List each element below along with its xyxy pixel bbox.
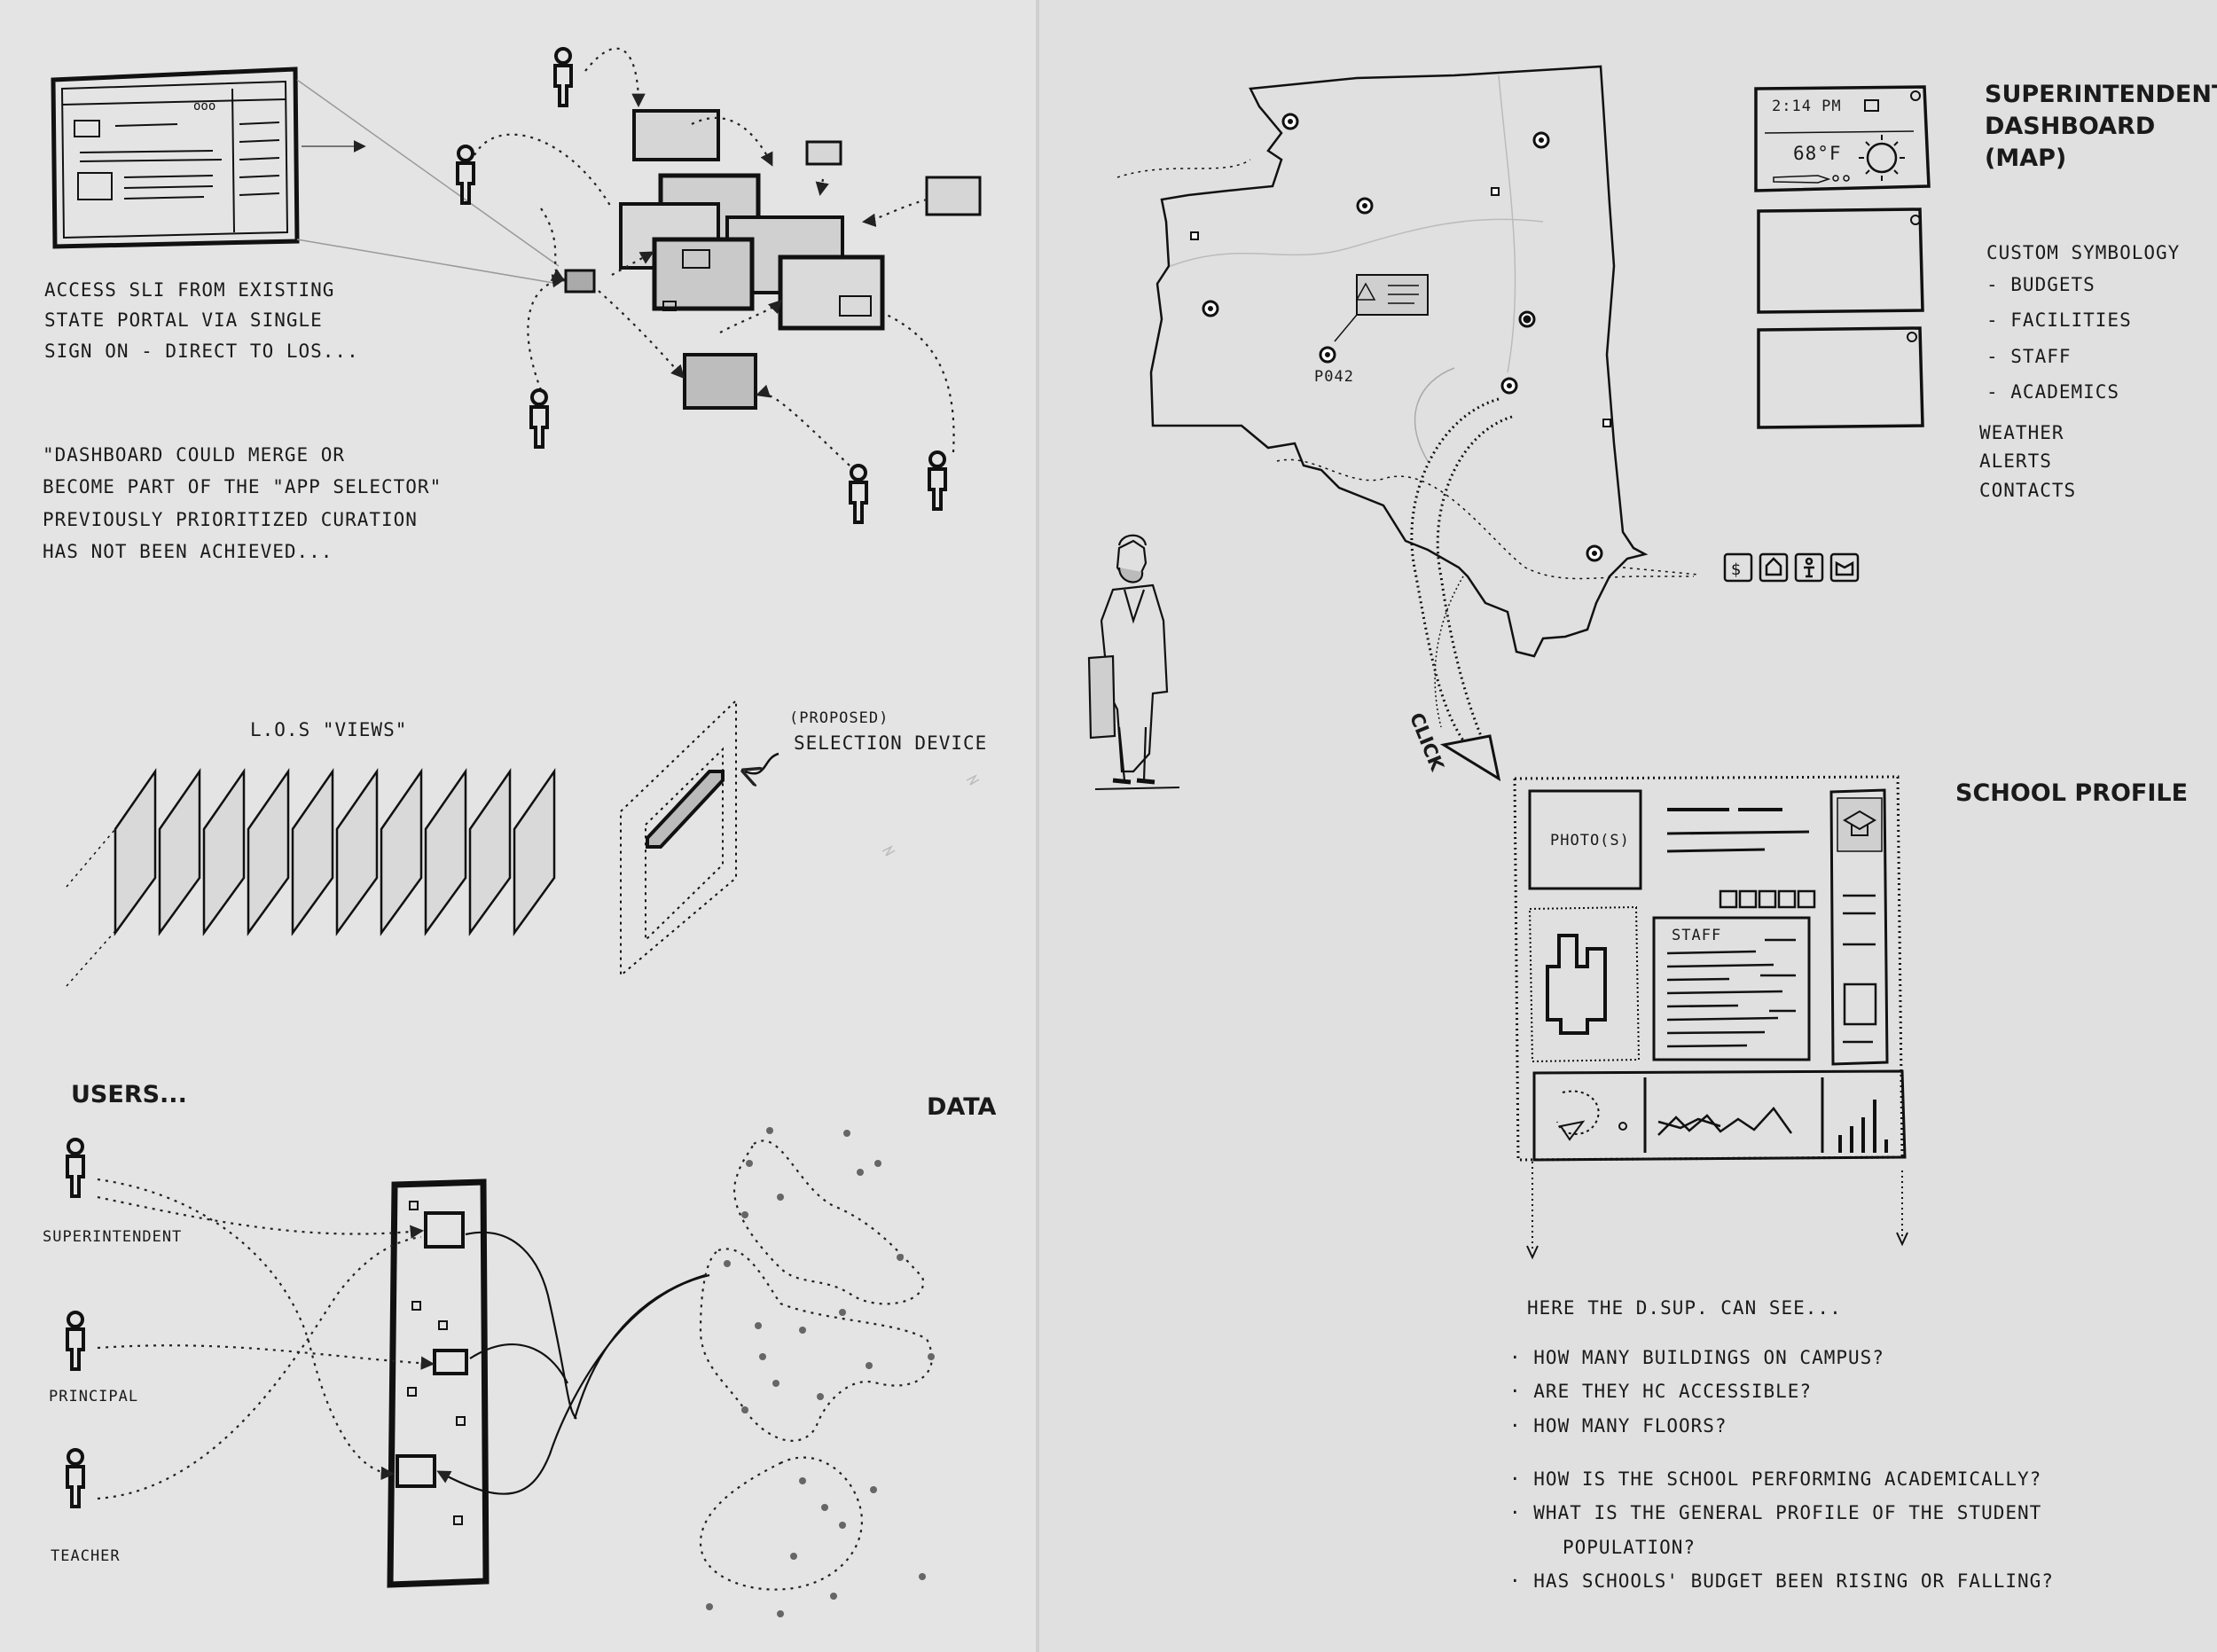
svg-text:$: $	[1731, 560, 1741, 579]
custom-symbology-label: CUSTOM SYMBOLOGY	[1986, 242, 2181, 263]
data-points	[706, 1127, 935, 1617]
access-note: ACCESS SLI FROM EXISTING STATE PORTAL VI…	[44, 278, 359, 363]
selection-device-label: SELECTION DEVICE	[794, 732, 988, 754]
dashboard-quote-line: "DASHBOARD COULD MERGE OR	[43, 444, 346, 466]
school-profile-title: SCHOOL PROFILE	[1955, 779, 2189, 807]
los-views-panels	[66, 767, 556, 987]
school-profile-wireframe	[1513, 775, 1908, 1260]
los-views-title: L.O.S "VIEWS"	[250, 719, 408, 740]
extra-item: CONTACTS	[1979, 479, 2077, 501]
app-selector-column	[387, 1178, 490, 1588]
facility-questions: · HOW MANY BUILDINGS ON CAMPUS? · ARE TH…	[1509, 1346, 1884, 1448]
users-heading: USERS...	[71, 1081, 187, 1108]
selection-device-sketch	[620, 698, 779, 978]
symbology-item: - FACILITIES	[1986, 309, 2132, 332]
dashboard-title-line: (MAP)	[1985, 144, 2067, 172]
photo-label: PHOTO(S)	[1550, 832, 1630, 849]
superintendent-dashboard-title: SUPERINTENDENT DASHBOARD (MAP)	[1985, 80, 2217, 173]
dashboard-time: 2:14 PM	[1772, 98, 1842, 115]
dashboard-quote-line: HAS NOT BEEN ACHIEVED...	[43, 540, 333, 562]
map-pins	[1190, 113, 1611, 562]
access-note-line: ACCESS SLI FROM EXISTING	[44, 279, 335, 301]
views-cluster-sketch	[564, 109, 982, 410]
question-continuation: POPULATION?	[1563, 1536, 1696, 1558]
question-item: · HOW MANY BUILDINGS ON CAMPUS?	[1509, 1347, 1884, 1368]
symbology-item: - ACADEMICS	[1986, 380, 2120, 403]
extra-item: WEATHER	[1979, 422, 2064, 443]
dashboard-widgets	[1754, 85, 1931, 429]
question-item: · ARE THEY HC ACCESSIBLE?	[1509, 1381, 1813, 1403]
question-item: · WHAT IS THE GENERAL PROFILE OF THE STU…	[1509, 1502, 2042, 1524]
dashboard-quote-line: PREVIOUSLY PRIORITIZED CURATION	[43, 508, 418, 530]
svg-text:ooo: ooo	[193, 99, 215, 114]
question-item-cont: POPULATION?	[1509, 1536, 2054, 1559]
role-principal: PRINCIPAL	[49, 1388, 139, 1405]
dsup-intro: HERE THE D.SUP. CAN SEE...	[1527, 1297, 1842, 1319]
symbology-item: - STAFF	[1986, 345, 2072, 367]
dashboard-temperature: 68°F	[1793, 143, 1842, 164]
district-map	[1116, 65, 1699, 728]
dashboard-quote-line: BECOME PART OF THE "APP SELECTOR"	[43, 476, 443, 498]
question-item: · HOW IS THE SCHOOL PERFORMING ACADEMICA…	[1509, 1468, 2042, 1490]
dashboard-quote: "DASHBOARD COULD MERGE OR BECOME PART OF…	[43, 443, 442, 563]
staff-label: STAFF	[1672, 927, 1722, 944]
dashboard-title-line: DASHBOARD	[1985, 112, 2156, 140]
role-teacher: TEACHER	[51, 1547, 121, 1565]
map-pin-label: P042	[1314, 368, 1354, 386]
click-arrow	[1410, 397, 1513, 782]
proposed-label: (PROPOSED)	[789, 709, 889, 727]
extra-item: ALERTS	[1979, 450, 2052, 473]
question-item: · HOW MANY FLOORS?	[1509, 1414, 1727, 1437]
symbology-list: - BUDGETS - FACILITIES - STAFF - ACADEMI…	[1986, 273, 2132, 416]
dashboard-extras: WEATHER ALERTS CONTACTS	[1979, 421, 2076, 502]
dashboard-title-line: SUPERINTENDENT	[1985, 81, 2217, 108]
question-item: · HAS SCHOOLS' BUDGET BEEN RISING OR FAL…	[1509, 1570, 2054, 1592]
superintendent-figure	[1087, 534, 1180, 790]
access-note-line: SIGN ON - DIRECT TO LOS...	[44, 340, 359, 362]
portal-screen-sketch: ooo	[51, 67, 300, 249]
symbol-icons: $	[1723, 552, 1860, 583]
data-blobs	[699, 1139, 933, 1591]
symbology-item: - BUDGETS	[1986, 274, 2096, 295]
performance-questions: · HOW IS THE SCHOOL PERFORMING ACADEMICA…	[1509, 1468, 2054, 1603]
role-superintendent: SUPERINTENDENT	[43, 1228, 183, 1246]
access-note-line: STATE PORTAL VIA SINGLE	[44, 309, 323, 332]
data-heading: DATA	[927, 1093, 997, 1121]
